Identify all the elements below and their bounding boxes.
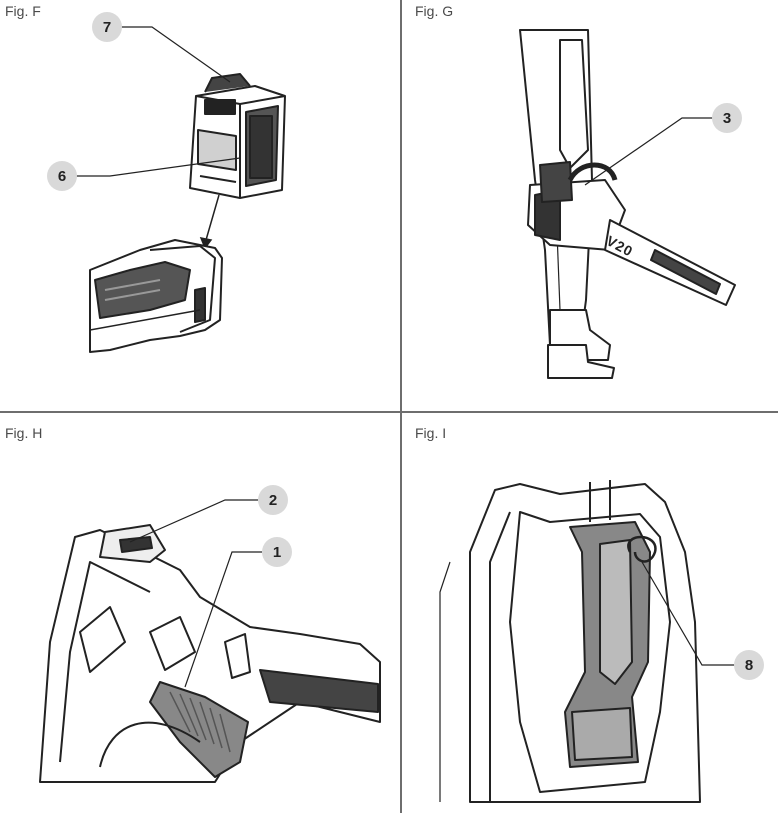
figure-h-leaders (129, 499, 262, 688)
battery-insertion-illustration (89, 73, 286, 353)
figure-f-panel: Fig. F (0, 0, 400, 411)
callout-2: 2 (258, 485, 288, 515)
figure-g-label: Fig. G (415, 3, 454, 19)
figure-i-panel: Fig. I 8 (410, 422, 778, 813)
callout-3: 3 (712, 103, 742, 133)
horizontal-divider (0, 411, 778, 413)
figure-f-label: Fig. F (5, 3, 41, 19)
trigger-and-lock-closeup-illustration (39, 524, 381, 783)
figure-i-leaders (641, 561, 737, 666)
vertical-divider (400, 0, 402, 813)
figure-i-label: Fig. I (415, 425, 447, 441)
callout-7: 7 (92, 12, 122, 42)
callout-1: 1 (262, 537, 292, 567)
figure-f-leaders (76, 26, 241, 177)
callout-8: 8 (734, 650, 764, 680)
figure-h-label: Fig. H (5, 425, 43, 441)
operator-holding-blower-illustration (519, 29, 736, 379)
figure-h-panel: Fig. H 2 1 (0, 422, 400, 813)
figure-g-leaders (584, 117, 713, 186)
callout-6: 6 (47, 161, 77, 191)
figure-g-panel: Fig. G V20 3 (410, 0, 778, 411)
